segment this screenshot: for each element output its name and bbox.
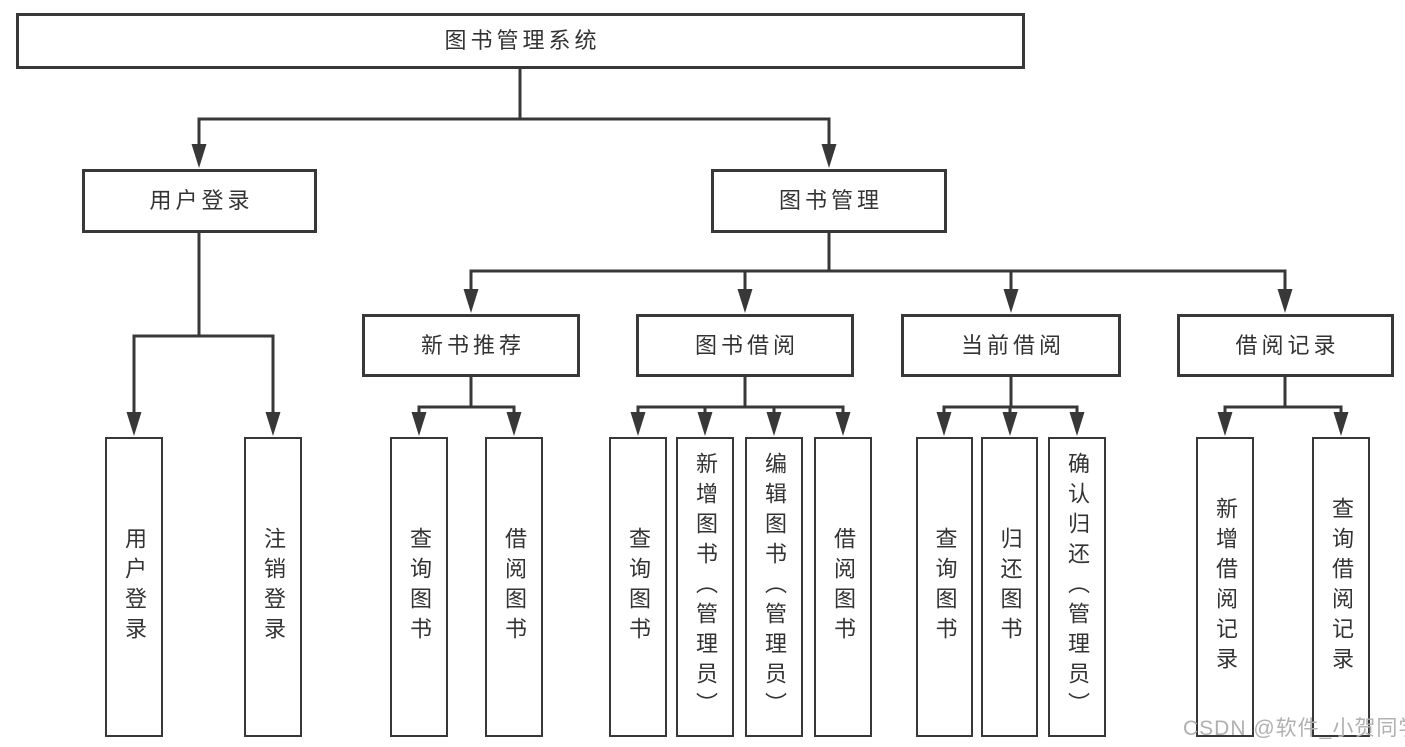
node-library-system-label: 图书管理系统 bbox=[444, 28, 601, 53]
node-current-borrowing-label: 当前借阅 bbox=[960, 332, 1065, 358]
leaf-query-books-borrowing: 查询图书 bbox=[609, 437, 667, 737]
node-library-system: 图书管理系统 bbox=[16, 13, 1025, 69]
node-user-login: 用户登录 bbox=[82, 169, 317, 233]
leaf-borrow-books-borrowing-label: 借阅图书 bbox=[831, 527, 856, 647]
leaf-query-books-recommend: 查询图书 bbox=[390, 437, 448, 737]
leaf-edit-books-admin-label: 编辑图书（管理员） bbox=[762, 452, 787, 722]
leaf-query-books-current: 查询图书 bbox=[916, 437, 973, 737]
node-borrowing-records-label: 借阅记录 bbox=[1235, 332, 1340, 358]
csdn-watermark: CSDN @软件_小贺同学 bbox=[1183, 717, 1405, 740]
leaf-confirm-return-admin: 确认归还（管理员） bbox=[1048, 437, 1106, 737]
leaf-logout-label: 注销登录 bbox=[261, 527, 286, 647]
leaf-query-books-current-label: 查询图书 bbox=[932, 527, 958, 647]
leaf-return-books: 归还图书 bbox=[981, 437, 1038, 737]
leaf-return-books-label: 归还图书 bbox=[997, 527, 1023, 647]
leaf-add-borrow-record: 新增借阅记录 bbox=[1196, 437, 1254, 737]
node-borrowing-records: 借阅记录 bbox=[1177, 314, 1394, 377]
node-book-borrowing-label: 图书借阅 bbox=[694, 332, 799, 358]
node-user-login-label: 用户登录 bbox=[149, 188, 254, 213]
leaf-query-books-recommend-label: 查询图书 bbox=[407, 527, 432, 647]
leaf-query-borrow-record: 查询借阅记录 bbox=[1312, 437, 1370, 737]
leaf-borrow-books-borrowing: 借阅图书 bbox=[814, 437, 872, 737]
leaf-add-borrow-record-label: 新增借阅记录 bbox=[1213, 497, 1238, 677]
leaf-user-login: 用户登录 bbox=[105, 437, 163, 737]
leaf-query-borrow-record-label: 查询借阅记录 bbox=[1329, 497, 1354, 677]
leaf-query-books-borrowing-label: 查询图书 bbox=[626, 527, 651, 647]
leaf-borrow-books-recommend: 借阅图书 bbox=[485, 437, 543, 737]
node-book-borrowing: 图书借阅 bbox=[636, 314, 854, 377]
leaf-add-books-admin: 新增图书（管理员） bbox=[676, 437, 734, 737]
leaf-borrow-books-recommend-label: 借阅图书 bbox=[502, 527, 527, 647]
leaf-add-books-admin-label: 新增图书（管理员） bbox=[693, 452, 718, 722]
tree-edges bbox=[132, 67, 1343, 416]
node-new-book-recommend-label: 新书推荐 bbox=[420, 332, 525, 358]
node-current-borrowing: 当前借阅 bbox=[901, 314, 1121, 377]
leaf-user-login-label: 用户登录 bbox=[122, 527, 147, 647]
leaf-confirm-return-admin-label: 确认归还（管理员） bbox=[1065, 452, 1090, 722]
leaf-edit-books-admin: 编辑图书（管理员） bbox=[745, 437, 803, 737]
leaf-logout: 注销登录 bbox=[244, 437, 302, 737]
node-new-book-recommend: 新书推荐 bbox=[362, 314, 580, 377]
node-book-management-label: 图书管理 bbox=[778, 188, 883, 213]
node-book-management: 图书管理 bbox=[711, 169, 947, 233]
